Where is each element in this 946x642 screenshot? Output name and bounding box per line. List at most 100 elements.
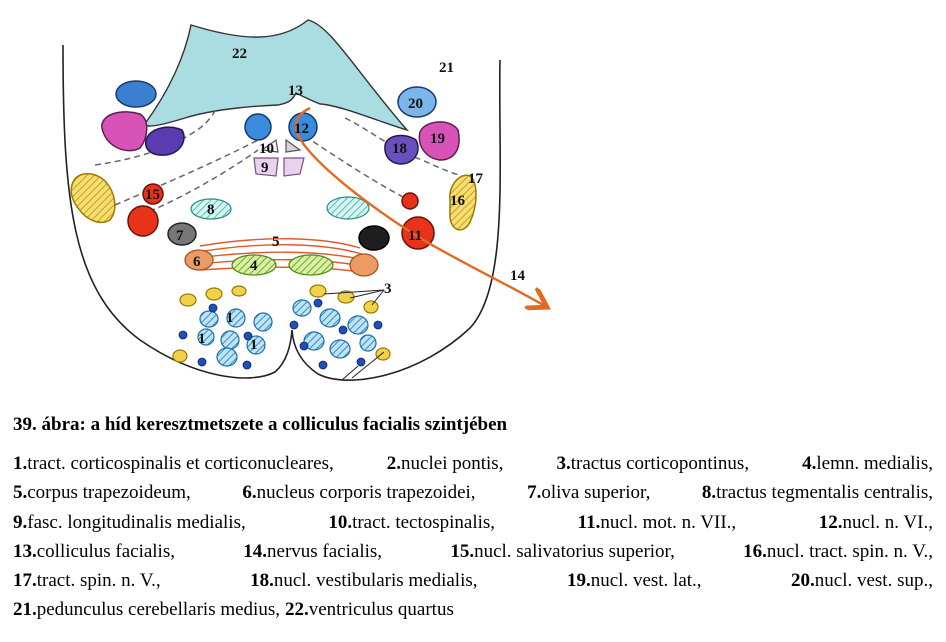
legend-item: 21.pedunculus cerebellaris medius, [13, 595, 280, 624]
tract-corticospinalis [197, 299, 377, 367]
label-19: 19 [430, 131, 445, 147]
nucl-mot-vii-left [127, 205, 159, 237]
legend-item-text: nucleus corporis trapezoidei, [256, 482, 476, 504]
legend-item: 12.nucl. n. VI., [819, 508, 933, 537]
legend-item-text: nucl. vest. lat., [590, 570, 702, 592]
legend-item: 7.oliva superior, [527, 478, 650, 507]
legend-item: 13.colliculus facialis, [13, 537, 175, 566]
legend-item: 6.nucleus corporis trapezoidei, [242, 478, 475, 507]
legend-item-number: 19. [566, 570, 591, 592]
legend-item-text: nucl. mot. n. VII., [600, 511, 737, 533]
legend-item-text: tractus tegmentalis centralis, [716, 482, 933, 504]
nucl-vest-sup-left [115, 80, 157, 108]
label-17: 17 [468, 171, 484, 187]
label-11: 11 [408, 228, 422, 244]
legend-item: 19.nucl. vest. lat., [567, 566, 702, 595]
nucl-tract-spin-v-right [449, 174, 477, 231]
label-10: 10 [259, 141, 274, 157]
legend-item: 1.tract. corticospinalis et corticonucle… [13, 449, 334, 478]
legend-item: 3.tractus corticopontinus, [556, 449, 749, 478]
legend-item: 18.nucl. vestibularis medialis, [250, 566, 477, 595]
legend-item-text: corpus trapezoideum, [27, 482, 191, 504]
label-3: 3 [384, 281, 392, 297]
pons-cross-section-diagram: 1 1 1 3 4 5 6 7 8 9 10 11 12 13 14 15 16… [62, 19, 946, 381]
label-5: 5 [272, 234, 280, 250]
nucl-vest-lat-left [101, 111, 148, 152]
legend-item-number: 12. [818, 511, 843, 533]
legend-item: 9.fasc. longitudinalis medialis, [13, 508, 246, 537]
nucleus-corporis-trapezoidei-right [349, 253, 379, 277]
legend-item-text: tract. corticospinalis et corticonuclear… [27, 453, 334, 474]
legend-item-number: 14. [243, 540, 268, 562]
dashed-boundaries [94, 107, 471, 216]
label-15: 15 [145, 187, 160, 203]
legend-line: 17.tract. spin. n. V., 18.nucl. vestibula… [13, 566, 933, 595]
legend-item-number: 2. [386, 453, 402, 474]
legend-item-text: nucl. n. VI., [842, 511, 933, 533]
legend-item-text: nucl. tract. spin. n. V., [766, 540, 933, 562]
fourth-ventricle-shape [142, 19, 410, 132]
legend-item-text: nucl. vestibularis medialis, [273, 570, 478, 592]
label-6: 6 [193, 254, 201, 270]
nucl-salivatorius-right [401, 192, 419, 210]
legend-item-number: 17. [13, 570, 37, 592]
legend-line: 1.tract. corticospinalis et corticonucle… [13, 449, 933, 478]
legend-line: 13.colliculus facialis, 14.nervus faciali… [13, 537, 933, 566]
label-13: 13 [288, 83, 303, 99]
label-14: 14 [510, 268, 526, 284]
legend-item-text: nervus facialis, [267, 540, 383, 562]
figure-caption: 39. ábra: a híd keresztmetszete a collic… [13, 414, 508, 435]
legend-item-number: 3. [556, 453, 571, 474]
corpus-trapezoideum-fibers [195, 238, 365, 273]
legend-item: 2.nuclei pontis, [387, 449, 504, 478]
nucl-vest-medialis-left [144, 126, 185, 156]
legend-line: 5.corpus trapezoideum, 6.nucleus corporis… [13, 478, 933, 507]
legend-item-text: nucl. vest. sup., [814, 570, 933, 592]
legend-item-number: 8. [701, 482, 717, 504]
legend-item: 11.nucl. mot. n. VII., [578, 508, 737, 537]
legend-item-number: 22. [284, 599, 309, 621]
leader-lines [323, 289, 385, 381]
pons-outline [62, 44, 502, 381]
legend-item-number: 11. [577, 511, 601, 533]
legend-item-number: 13. [13, 540, 37, 562]
legend-item-text: ventriculus quartus [308, 599, 454, 621]
legend-item: 17.tract. spin. n. V., [13, 566, 161, 595]
nucl-tract-spin-v-left [70, 173, 116, 224]
lemn-medialis-left [231, 254, 277, 276]
legend-item-number: 15. [450, 540, 475, 562]
legend-item-number: 18. [250, 570, 274, 592]
legend-item: 20.nucl. vest. sup., [791, 566, 933, 595]
legend-item-number: 1. [13, 453, 28, 474]
label-22: 22 [232, 46, 247, 62]
legend-item: 16.nucl. tract. spin. n. V., [743, 537, 933, 566]
oliva-superior-right [358, 225, 390, 251]
lemn-medialis-right [288, 254, 334, 276]
label-20: 20 [408, 96, 423, 112]
tract-tegmentalis-right [326, 196, 370, 220]
legend-item-text: tract. spin. n. V., [36, 570, 161, 592]
tractus-corticopontinus [172, 284, 391, 363]
label-9: 9 [261, 160, 269, 176]
nuclei-pontis [178, 298, 383, 370]
legend-item-number: 16. [743, 540, 767, 562]
legend-item: 5.corpus trapezoideum, [13, 478, 191, 507]
tract-tectospinalis-left [260, 138, 279, 153]
legend-item: 4.lemn. medialis, [802, 449, 933, 478]
nucl-salivatorius-left [142, 183, 164, 205]
label-1b: 1 [226, 310, 234, 326]
nucl-vest-medialis-right [384, 134, 419, 165]
legend-item-number: 7. [527, 482, 542, 504]
legend-item-number: 9. [13, 511, 28, 533]
legend-item-text: lemn. medialis, [816, 453, 933, 474]
legend-item: 8.tractus tegmentalis centralis, [702, 478, 933, 507]
legend-item-text: nuclei pontis, [401, 453, 504, 474]
legend-item-number: 4. [802, 453, 817, 474]
tract-tegmentalis-left [190, 198, 232, 220]
label-18: 18 [392, 141, 407, 157]
legend-line: 9.fasc. longitudinalis medialis, 10.tract… [13, 508, 933, 537]
legend-item-number: 6. [242, 482, 257, 504]
nucl-n-vi-left [244, 113, 272, 141]
legend-item-text: tract. tectospinalis, [352, 511, 496, 533]
legend-item-number: 10. [328, 511, 353, 533]
